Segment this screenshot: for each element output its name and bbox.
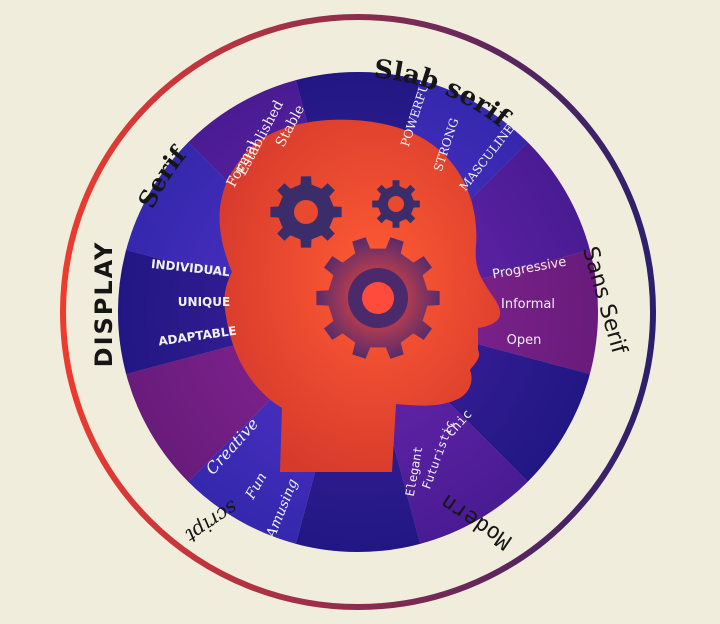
- category-display: DISPLAY: [90, 241, 118, 368]
- trait-sans_serif-1: Informal: [501, 297, 555, 312]
- trait-sans_serif-2: Open: [507, 333, 542, 348]
- gears: [270, 176, 440, 359]
- trait-display-1: UNIQUE: [178, 295, 230, 309]
- gear-core: [362, 282, 394, 314]
- gear-hole: [388, 196, 404, 212]
- gear-hole: [294, 200, 318, 224]
